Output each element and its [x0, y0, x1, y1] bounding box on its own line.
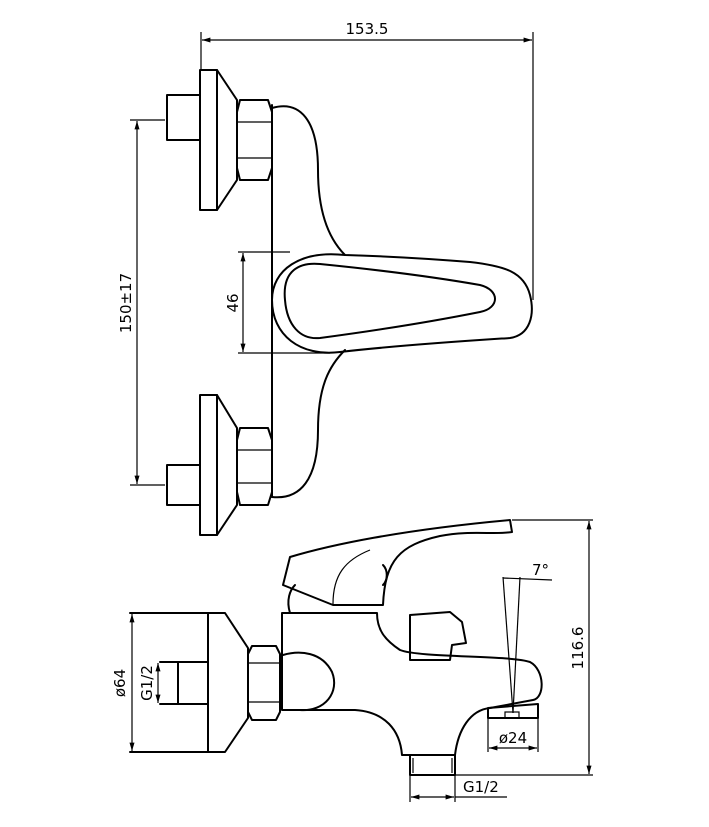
inlet-thread-label: G1/2 [138, 665, 156, 701]
lower-hex-nut [236, 427, 273, 506]
tilt-angle-label: 7° [532, 561, 549, 579]
upper-hex-nut [236, 99, 273, 181]
lever-handle-outline [271, 253, 533, 354]
handle-height-label: 46 [224, 293, 242, 312]
escutcheon-diameter-label: ø64 [111, 669, 129, 697]
lever-cap [382, 564, 388, 586]
overall-height-label: 116.6 [569, 627, 587, 670]
diverter-knob [409, 611, 467, 661]
side-view: ø64 G1/2 116.6 7° ø24 G1/2 [111, 519, 593, 802]
top-view: 153.5 150±17 46 [117, 20, 534, 536]
mixer-body-side [281, 612, 543, 756]
cartridge-neck [287, 584, 296, 614]
lever-handle-inner [283, 262, 496, 340]
outlet-thread-label: G1/2 [463, 778, 499, 796]
lower-inlet [166, 394, 273, 536]
lever-side [282, 519, 513, 606]
tilt-angle-lines [502, 576, 553, 714]
outlet-thread [409, 754, 456, 776]
body-boss [282, 651, 336, 712]
mixer-body-top [271, 104, 533, 499]
depth-dimension-label: 153.5 [346, 20, 389, 38]
aerator-diameter-label: ø24 [499, 729, 527, 747]
upper-inlet [166, 69, 273, 211]
side-hex-nut [247, 645, 281, 721]
lever-side-detail [332, 549, 371, 605]
inlet-spacing-label: 150±17 [117, 273, 135, 333]
